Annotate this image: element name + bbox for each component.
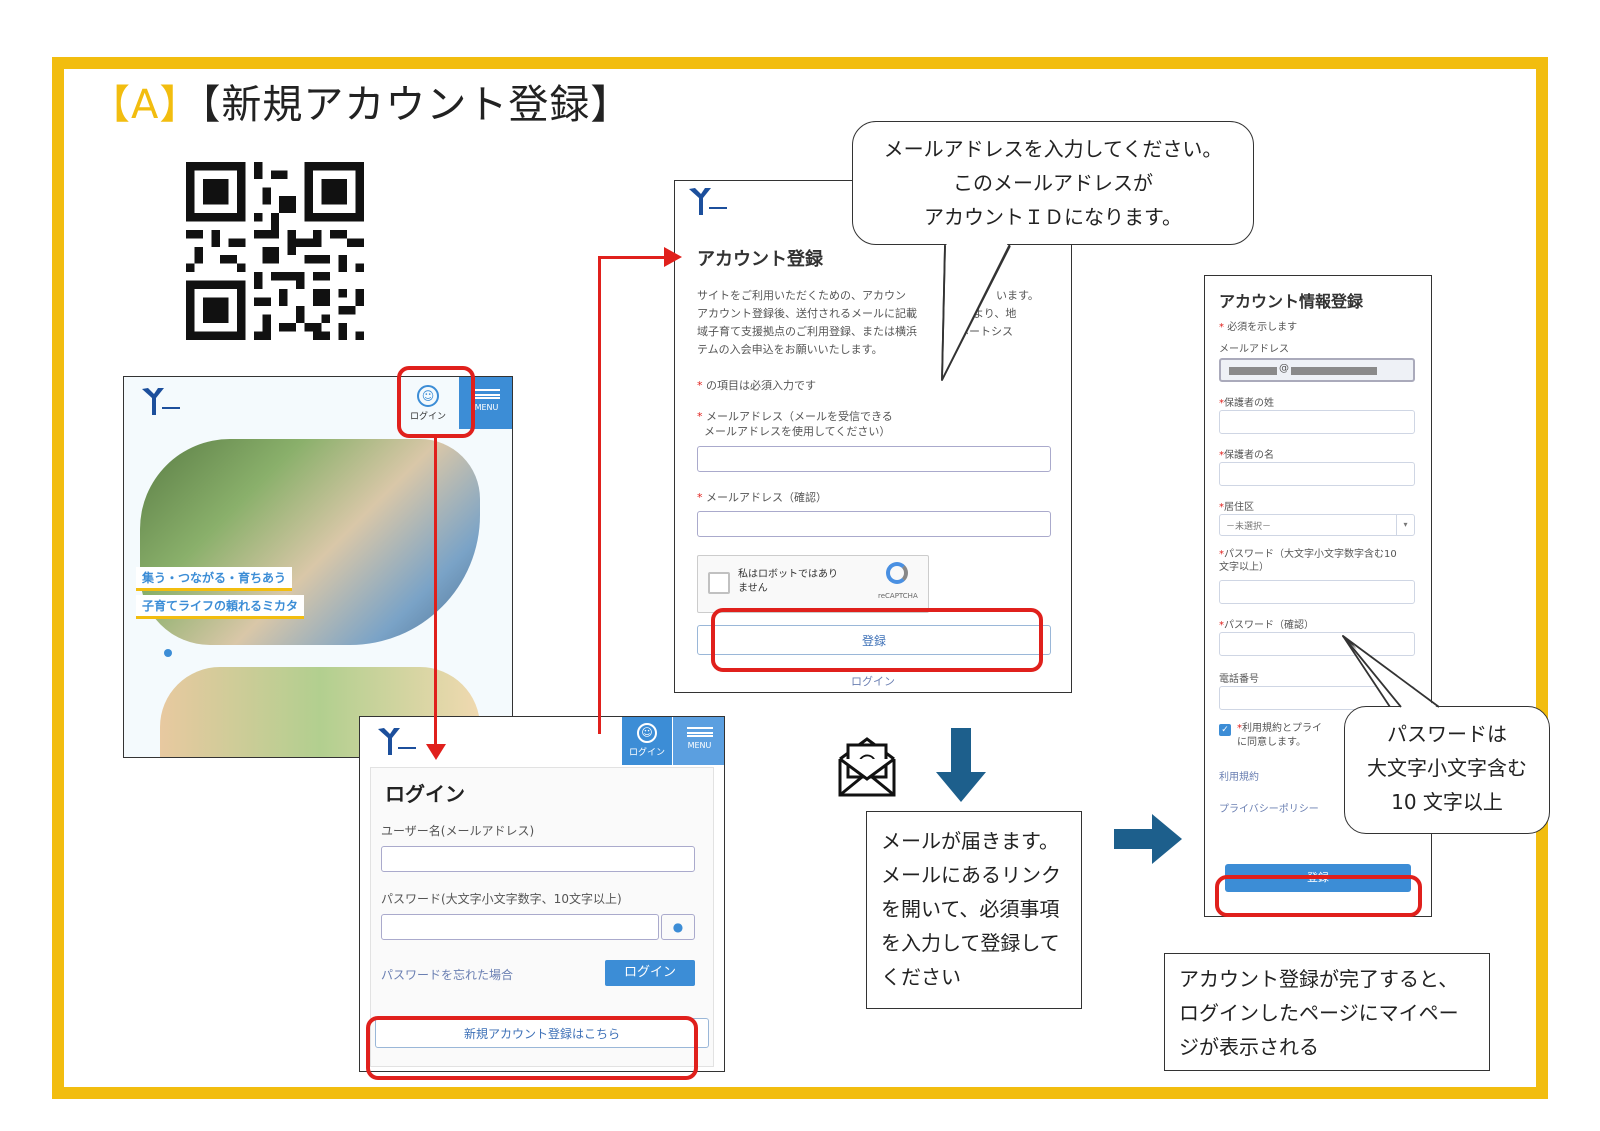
register-submit-button[interactable]: 登録 bbox=[697, 625, 1051, 655]
header-login-button[interactable]: ☺ ログイン bbox=[622, 717, 672, 765]
highlight-login-icon bbox=[397, 366, 475, 438]
email-readonly-field: @ bbox=[1219, 358, 1415, 382]
password-callout: パスワードは 大文字小文字含む 10 文字以上 bbox=[1344, 706, 1550, 834]
title-letter-badge: 【A】 bbox=[90, 82, 201, 128]
register-link-button[interactable]: 新規アカウント登録はこちら bbox=[375, 1018, 709, 1048]
privacy-link[interactable]: プライバシーポリシー bbox=[1219, 804, 1319, 815]
username-label: ユーザー名(メールアドレス) bbox=[381, 824, 535, 838]
password-label: パスワード(大文字小文字数字、10文字以上) bbox=[381, 892, 622, 906]
ward-select[interactable]: －未選択－ ▾ bbox=[1219, 514, 1415, 536]
page-title: 【A】【新規アカウント登録】 bbox=[90, 72, 631, 130]
mail-instruction-note: メールが届きます。 メールにあるリンク を開いて、必須事項 を入力して登録して … bbox=[866, 811, 1082, 1009]
tagline-2: 子育てライフの頼れるミカタ bbox=[136, 595, 305, 619]
highlight-register-link bbox=[366, 1016, 698, 1080]
chevron-down-icon: ▾ bbox=[1396, 515, 1414, 535]
homepage-screenshot: ☺ ログイン MENU 集う・つながる・育ちあう 子育てライフの頼れるミカタ bbox=[123, 376, 513, 758]
recaptcha-checkbox[interactable] bbox=[708, 572, 730, 594]
highlight-register-submit bbox=[711, 608, 1043, 672]
email-confirm-input[interactable] bbox=[697, 511, 1051, 537]
email-input[interactable] bbox=[697, 446, 1051, 472]
email-callout: メールアドレスを入力してください。 このメールアドレスが アカウントＩＤになりま… bbox=[852, 121, 1254, 245]
forgot-password-link[interactable]: パスワードを忘れた場合 bbox=[381, 968, 514, 982]
header-menu-button[interactable]: MENU bbox=[459, 377, 512, 429]
site-logo bbox=[378, 728, 416, 755]
username-input[interactable] bbox=[381, 846, 695, 872]
tagline-1: 集う・つながる・育ちあう bbox=[136, 567, 293, 591]
required-note: * の項目は必須入力です bbox=[697, 379, 816, 392]
user-icon: ☺ bbox=[417, 385, 439, 407]
arrowhead-down bbox=[426, 744, 446, 760]
connector-login-to-register-vertical bbox=[598, 256, 601, 734]
email-confirm-label: * メールアドレス（確認） bbox=[697, 491, 827, 504]
login-heading: ログイン bbox=[385, 782, 465, 806]
site-logo bbox=[142, 388, 180, 415]
hamburger-icon bbox=[686, 727, 713, 737]
hamburger-icon bbox=[473, 389, 500, 399]
account-register-screenshot: アカウント登録 サイトをご利用いただくための、アカウンいます。 アカウント登録後… bbox=[674, 180, 1072, 693]
email-label: * メールアドレス（メールを受信できる メールアドレスを使用してください） bbox=[697, 410, 893, 438]
show-password-button[interactable]: ● bbox=[661, 914, 695, 940]
header-login-button[interactable]: ☺ ログイン bbox=[400, 377, 456, 429]
account-info-heading: アカウント情報登録 bbox=[1219, 292, 1364, 311]
terms-checkbox[interactable]: ✓ bbox=[1219, 724, 1231, 736]
completion-note: アカウント登録が完了すると、 ログインしたページにマイペー ジが表示される bbox=[1164, 953, 1490, 1071]
highlight-account-submit bbox=[1215, 875, 1422, 917]
email-callout-tail-cover bbox=[941, 243, 1011, 381]
arrow-right-icon bbox=[1114, 814, 1182, 864]
password-input[interactable] bbox=[1219, 580, 1415, 604]
password-callout-tail-cover bbox=[1342, 635, 1440, 708]
connector-login-to-register-horizontal bbox=[598, 256, 674, 259]
mail-icon: @ bbox=[838, 737, 896, 797]
password-input[interactable] bbox=[381, 914, 659, 940]
arrow-down-icon bbox=[936, 728, 986, 802]
site-logo bbox=[689, 188, 727, 215]
recaptcha-widget: 私はロボットではありません reCAPTCHA bbox=[697, 555, 929, 613]
qr-code bbox=[186, 162, 364, 340]
dot-decoration bbox=[164, 649, 172, 657]
eye-icon: ● bbox=[672, 920, 684, 934]
register-heading: アカウント登録 bbox=[697, 249, 823, 270]
register-intro: サイトをご利用いただくための、アカウンいます。 アカウント登録後、送付されるメー… bbox=[697, 289, 1039, 356]
connector-home-to-login bbox=[434, 438, 437, 750]
login-link[interactable]: ログイン bbox=[851, 675, 895, 688]
user-icon: ☺ bbox=[637, 723, 657, 743]
terms-link[interactable]: 利用規約 bbox=[1219, 772, 1259, 783]
last-name-input[interactable] bbox=[1219, 410, 1415, 434]
recaptcha-icon bbox=[886, 562, 908, 584]
arrowhead-right bbox=[664, 247, 682, 267]
password-confirm-input[interactable] bbox=[1219, 632, 1415, 656]
login-submit-button[interactable]: ログイン bbox=[605, 960, 695, 986]
first-name-input[interactable] bbox=[1219, 462, 1415, 486]
header-menu-button[interactable]: MENU bbox=[673, 717, 724, 765]
title-text: 【新規アカウント登録】 bbox=[200, 82, 632, 128]
